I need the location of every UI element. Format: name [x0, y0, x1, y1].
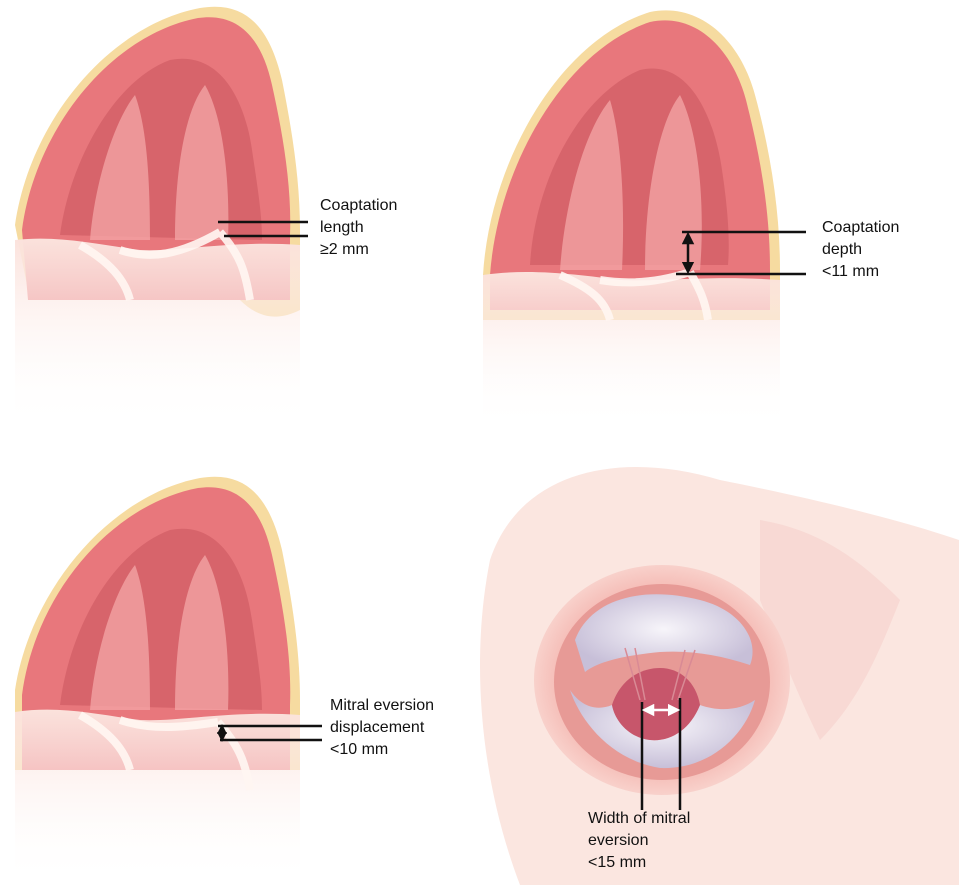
label-line: <11 mm: [822, 261, 899, 283]
mitral-eversion-displacement-label: Mitral eversion displacement <10 mm: [330, 695, 434, 761]
label-line: Coaptation: [320, 195, 397, 217]
label-line: <15 mm: [588, 852, 690, 874]
label-line: eversion: [588, 830, 690, 852]
width-of-mitral-eversion-label: Width of mitral eversion <15 mm: [588, 808, 690, 874]
atrium-tissue: [15, 710, 300, 885]
label-line: <10 mm: [330, 739, 434, 761]
mitral-valve-atrial-view: [480, 467, 959, 885]
atrium-tissue: [15, 239, 300, 430]
label-line: Width of mitral: [588, 808, 690, 830]
label-line: depth: [822, 239, 899, 261]
coaptation-length-label: Coaptation length ≥2 mm: [320, 195, 397, 261]
label-line: Coaptation: [822, 217, 899, 239]
heart-illustration-top-left: [15, 7, 300, 430]
label-line: ≥2 mm: [320, 239, 397, 261]
coaptation-depth-label: Coaptation depth <11 mm: [822, 217, 899, 283]
atrium-tissue: [483, 272, 780, 430]
label-line: Mitral eversion: [330, 695, 434, 717]
heart-illustration-top-right: [483, 10, 780, 430]
heart-illustration-bottom-left: [15, 477, 300, 885]
label-line: length: [320, 217, 397, 239]
label-line: displacement: [330, 717, 434, 739]
